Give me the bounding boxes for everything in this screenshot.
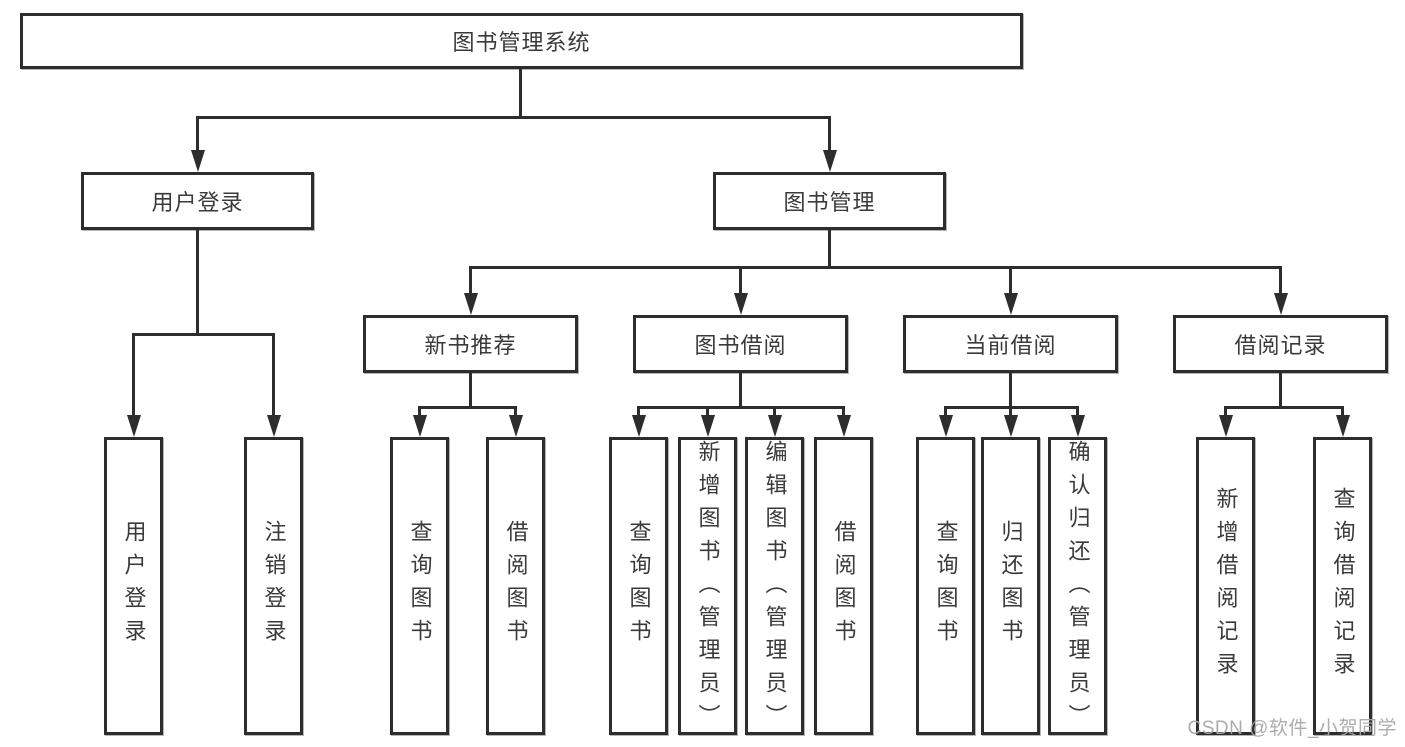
connector-line xyxy=(944,406,947,415)
connector-line xyxy=(637,406,845,409)
connector-line xyxy=(519,69,522,117)
node-label: 借阅记录 xyxy=(1234,333,1327,358)
leaf-query-books-borrow: 查询图书 xyxy=(609,437,668,735)
arrow-down-icon xyxy=(1273,293,1288,315)
leaf-user-login: 用户登录 xyxy=(104,437,163,735)
connector-line xyxy=(773,406,776,415)
connector-line xyxy=(196,230,199,335)
connector-line xyxy=(514,406,517,415)
connector-line xyxy=(418,406,517,409)
arrow-down-icon xyxy=(767,415,782,437)
arrow-down-icon xyxy=(733,293,748,315)
connector-line xyxy=(196,116,199,152)
arrow-down-icon xyxy=(508,415,523,437)
arrow-down-icon xyxy=(700,415,715,437)
connector-line xyxy=(739,373,742,408)
arrow-down-icon xyxy=(1335,415,1350,437)
arrow-down-icon xyxy=(126,415,141,437)
leaf-logout: 注销登录 xyxy=(244,437,303,735)
node-borrow-records: 借阅记录 xyxy=(1173,315,1388,373)
connector-line xyxy=(469,266,472,293)
connector-line xyxy=(469,266,1282,269)
connector-line xyxy=(828,230,831,268)
leaf-query-borrow-record: 查询借阅记录 xyxy=(1313,437,1372,735)
leaf-label: 查询图书 xyxy=(407,520,433,652)
leaf-label: 编辑图书（管理员） xyxy=(762,440,788,737)
arrow-down-icon xyxy=(412,415,427,437)
connector-line xyxy=(1076,406,1079,415)
connector-line xyxy=(706,406,709,415)
connector-line xyxy=(132,333,275,336)
arrow-down-icon xyxy=(463,293,478,315)
node-label: 当前借阅 xyxy=(964,333,1057,358)
connector-line xyxy=(1341,406,1344,415)
node-system-root: 图书管理系统 xyxy=(20,13,1023,69)
leaf-query-books-recommend: 查询图书 xyxy=(390,437,449,735)
connector-line xyxy=(1279,266,1282,293)
arrow-down-icon xyxy=(1003,415,1018,437)
connector-line xyxy=(1224,406,1227,415)
leaf-confirm-return-admin: 确认归还（管理员） xyxy=(1048,437,1107,737)
leaf-label: 借阅图书 xyxy=(503,520,529,652)
node-label: 图书管理 xyxy=(783,190,876,215)
leaf-borrow-books-recommend: 借阅图书 xyxy=(486,437,545,735)
leaf-label: 确认归还（管理员） xyxy=(1065,440,1091,737)
connector-line xyxy=(1009,266,1012,293)
leaf-return-book: 归还图书 xyxy=(981,437,1040,735)
leaf-label: 查询图书 xyxy=(626,520,652,652)
connector-line xyxy=(196,116,831,119)
connector-line xyxy=(842,406,845,415)
connector-line xyxy=(1009,373,1012,408)
node-new-book-recommend: 新书推荐 xyxy=(363,315,578,373)
leaf-label: 新增图书（管理员） xyxy=(695,440,721,737)
arrow-down-icon xyxy=(631,415,646,437)
arrow-down-icon xyxy=(266,415,281,437)
connector-line xyxy=(132,333,135,415)
arrow-down-icon xyxy=(938,415,953,437)
node-label: 图书借阅 xyxy=(694,333,787,358)
connector-line xyxy=(637,406,640,415)
leaf-borrow-books: 借阅图书 xyxy=(814,437,873,735)
leaf-label: 查询借阅记录 xyxy=(1330,487,1356,685)
arrow-down-icon xyxy=(1003,293,1018,315)
connector-line xyxy=(1224,406,1344,409)
node-label: 用户登录 xyxy=(151,190,244,215)
connector-line xyxy=(828,116,831,152)
leaf-query-books-current: 查询图书 xyxy=(916,437,975,735)
connector-line xyxy=(418,406,421,415)
node-book-borrow: 图书借阅 xyxy=(633,315,848,373)
arrow-down-icon xyxy=(836,415,851,437)
arrow-down-icon xyxy=(190,150,205,172)
connector-line xyxy=(1279,373,1282,408)
leaf-add-borrow-record: 新增借阅记录 xyxy=(1196,437,1255,735)
connector-line xyxy=(1009,406,1012,415)
leaf-label: 归还图书 xyxy=(998,520,1024,652)
arrow-down-icon xyxy=(822,150,837,172)
node-label: 图书管理系统 xyxy=(452,30,591,55)
connector-line xyxy=(739,266,742,293)
leaf-add-book-admin: 新增图书（管理员） xyxy=(678,437,737,737)
arrow-down-icon xyxy=(1218,415,1233,437)
leaf-label: 查询图书 xyxy=(933,520,959,652)
leaf-label: 借阅图书 xyxy=(831,520,857,652)
node-user-login: 用户登录 xyxy=(81,172,314,230)
node-label: 新书推荐 xyxy=(424,333,517,358)
leaf-edit-book-admin: 编辑图书（管理员） xyxy=(745,437,804,737)
arrow-down-icon xyxy=(1070,415,1085,437)
node-book-management: 图书管理 xyxy=(713,172,946,230)
connector-line xyxy=(272,333,275,415)
connector-line xyxy=(469,373,472,408)
node-current-borrow: 当前借阅 xyxy=(903,315,1118,373)
leaf-label: 新增借阅记录 xyxy=(1213,487,1239,685)
leaf-label: 注销登录 xyxy=(261,520,287,652)
watermark: CSDN @软件_小贺同学 xyxy=(1187,718,1397,739)
leaf-label: 用户登录 xyxy=(121,520,147,652)
